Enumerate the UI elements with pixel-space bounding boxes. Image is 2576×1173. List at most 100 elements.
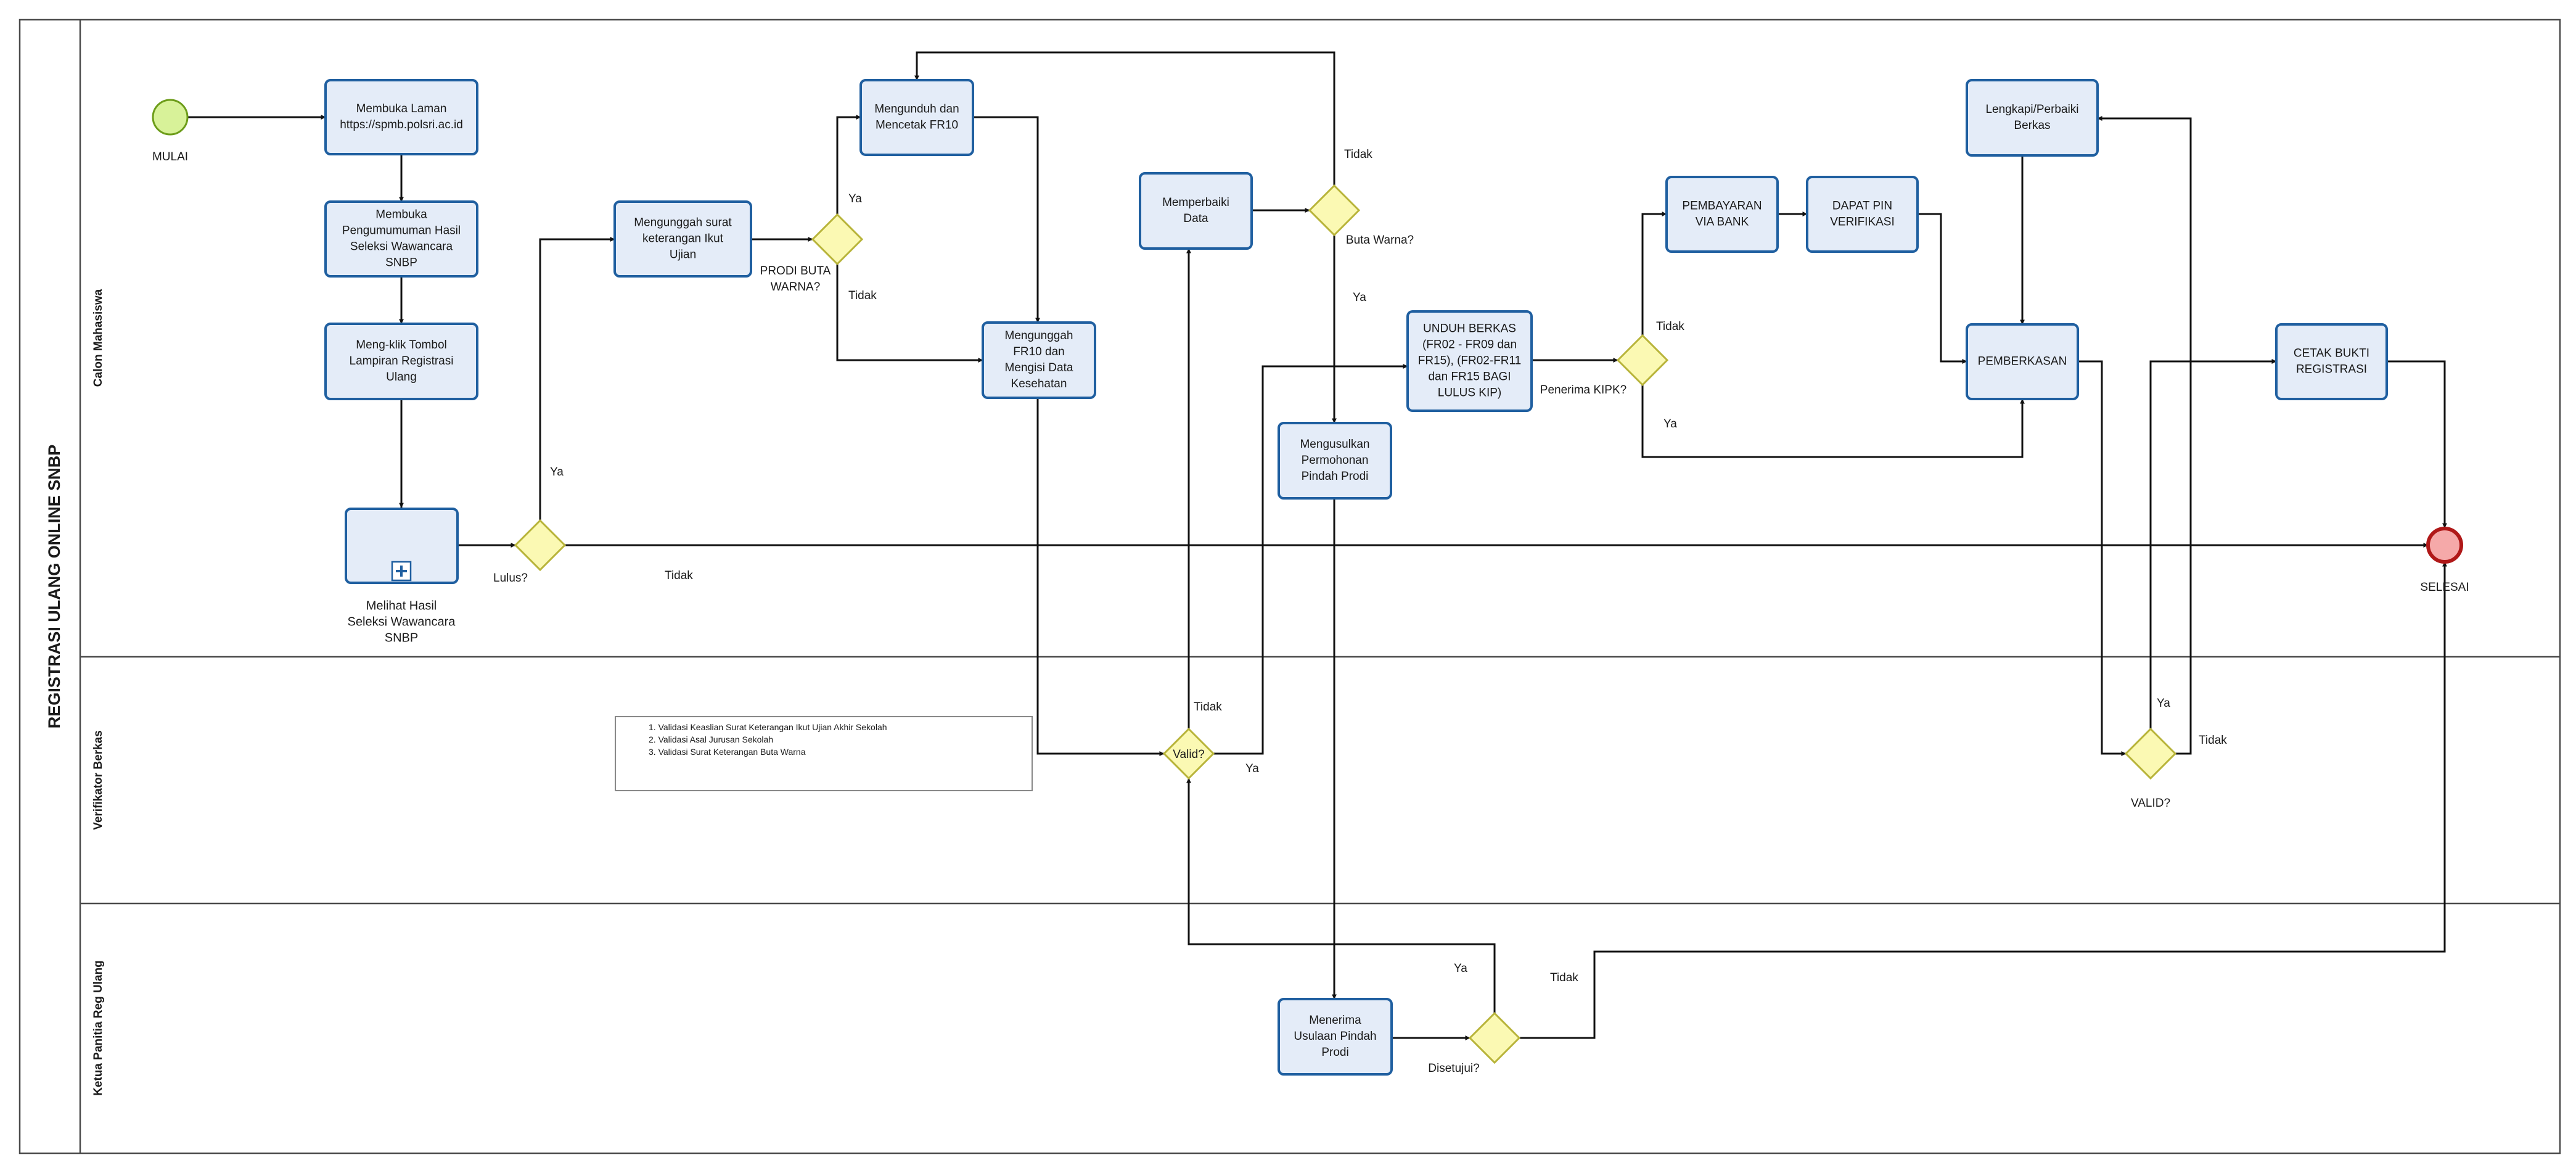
task-dapat-pin-verifikasi: DAPAT PIN VERIFIKASI: [1806, 176, 1919, 253]
end-event: SELESAI: [2420, 527, 2469, 594]
task-menerima-usulan-label: Menerima: [1309, 1014, 1361, 1027]
flow-dapat-pin-to-pemberkasan: [1918, 213, 1967, 364]
task-meng-klik-tombol-label: Ulang: [386, 371, 417, 384]
task-mengunduh-fr10-label: Mencetak FR10: [876, 119, 958, 132]
task-unduh-berkas-label: LULUS KIP): [1438, 387, 1501, 400]
gateway-valid-pemberkasan: VALID?: [2124, 727, 2177, 810]
task-membuka-pengumuman-label: Membuka: [375, 208, 427, 221]
gateway-prodi-buta-warna-label: PRODI BUTA: [760, 265, 831, 278]
gateway-disetujui-label: Disetujui?: [1428, 1062, 1479, 1075]
lane-label-calon-mahasiswa: Calon Mahasiswa: [92, 289, 105, 387]
task-mengunggah-fr10-label: Mengisi Data: [1005, 361, 1073, 374]
flow-label-buta-warna-tidak: Tidak: [1344, 148, 1372, 161]
flow-disetujui-ya-to-valid: [1186, 778, 1496, 1013]
task-pembayaran-via-bank: PEMBAYARAN VIA BANK: [1665, 176, 1779, 253]
flow-valid-2-tidak-to-lengkapi: [2097, 116, 2192, 755]
flow-mengunggah-fr10-to-valid: [1036, 398, 1165, 756]
flow-label-valid-2-tidak: Tidak: [2199, 734, 2227, 747]
tasks: Membuka Lamanhttps://spmb.polsri.ac.idMe…: [324, 79, 2388, 1076]
task-mengunggah-surat-label: Ujian: [670, 249, 696, 261]
validation-note-item: 3. Validasi Surat Keterangan Buta Warna: [649, 747, 806, 757]
flow-label-buta-warna-ya: Ya: [1353, 291, 1366, 304]
flow-cetak-to-selesai: [2387, 360, 2447, 529]
task-pemberkasan-label: PEMBERKASAN: [1978, 355, 2067, 368]
flow-label-prodi-tidak: Tidak: [848, 289, 877, 302]
task-pembayaran-via-bank-label: VIA BANK: [1696, 216, 1749, 229]
task-mengusulkan-pindah-prodi-label: Pindah Prodi: [1302, 470, 1369, 483]
task-membuka-pengumuman-label: Pengumumuman Hasil: [342, 224, 461, 237]
task-menerima-usulan-label: Usulaan Pindah: [1294, 1030, 1376, 1043]
flow-label-prodi-ya: Ya: [848, 192, 862, 205]
flow-kipk-tidak-to-pembayaran: [1641, 212, 1667, 335]
task-membuka-laman: Membuka Laman https://spmb.polsri.ac.id: [324, 79, 478, 155]
validation-note-item: 2. Validasi Asal Jurusan Sekolah: [649, 735, 773, 744]
start-event-label: MULAI: [152, 150, 188, 163]
flow-label-valid-tidak: Tidak: [1194, 701, 1222, 714]
flow-lulus-ya-to-surat: [539, 237, 615, 521]
flow-kipk-ya-to-pemberkasan: [1641, 385, 2025, 458]
task-dapat-pin-verifikasi-label: VERIFIKASI: [1830, 216, 1895, 229]
task-memperbaiki-data-label: Data: [1183, 212, 1208, 225]
flow-label-kipk-tidak: Tidak: [1656, 320, 1684, 333]
flow-disetujui-tidak-to-selesai: [1519, 561, 2447, 1039]
task-lengkapi-berkas-label: Lengkapi/Perbaiki: [1985, 103, 2078, 116]
task-unduh-berkas-label: dan FR15 BAGI: [1428, 371, 1511, 384]
flow-labels: Ya Tidak Ya Tidak Tidak Ya Tidak Ya Tida…: [550, 148, 2227, 984]
flow-valid-2-ya-to-cetak: [2149, 359, 2277, 729]
task-mengunggah-fr10-label: FR10 dan: [1013, 345, 1064, 358]
flow-prodi-ya-to-mengunduh: [836, 115, 861, 215]
pool-title: REGISTRASI ULANG ONLINE SNBP: [45, 445, 64, 729]
task-pemberkasan: PEMBERKASAN: [1966, 323, 2079, 400]
task-membuka-laman-label: Membuka Laman: [356, 102, 447, 115]
flow-buta-warna-tidak-to-mengunduh: [914, 51, 1335, 186]
flow-label-kipk-ya: Ya: [1663, 418, 1677, 430]
validation-note-item: 1. Validasi Keaslian Surat Keterangan Ik…: [649, 722, 887, 732]
task-memperbaiki-data-label: Memperbaiki: [1162, 196, 1229, 209]
validation-note: 1. Validasi Keaslian Surat Keterangan Ik…: [615, 716, 1033, 791]
task-membuka-pengumuman-label: SNBP: [385, 257, 417, 270]
task-unduh-berkas-label: (FR02 - FR09 dan: [1422, 339, 1517, 352]
task-membuka-laman-label: https://spmb.polsri.ac.id: [340, 118, 463, 131]
subprocess-melihat-hasil-label: Melihat Hasil: [366, 599, 437, 612]
flow-mengunduh-to-mengunggah-fr10: [973, 116, 1040, 323]
task-dapat-pin-verifikasi-label: DAPAT PIN: [1832, 200, 1892, 213]
gateway-disetujui: Disetujui?: [1428, 1011, 1521, 1075]
gateway-lulus-label: Lulus?: [493, 572, 528, 585]
flow-label-disetujui-ya: Ya: [1454, 962, 1467, 975]
flow-label-lulus-tidak: Tidak: [665, 569, 693, 582]
task-mengunggah-surat-label: Mengunggah surat: [634, 216, 732, 229]
task-unduh-berkas-label: FR15), (FR02-FR11: [1418, 355, 1522, 368]
flow-label-disetujui-tidak: Tidak: [1550, 971, 1578, 984]
gateway-buta-warna: Buta Warna?: [1308, 184, 1414, 247]
gateway-valid-label: Valid?: [1173, 748, 1204, 761]
flow-pemberkasan-to-valid-2: [2078, 360, 2127, 756]
task-cetak-bukti-label: REGISTRASI: [2296, 363, 2367, 376]
flow-prodi-tidak-to-mengunggah-fr10: [836, 264, 983, 363]
task-mengusulkan-pindah-prodi-label: Mengusulkan: [1300, 438, 1369, 451]
task-unduh-berkas-label: UNDUH BERKAS: [1423, 323, 1516, 335]
end-event-label: SELESAI: [2420, 581, 2469, 594]
task-membuka-pengumuman-label: Seleksi Wawancara: [350, 241, 453, 253]
gateway-penerima-kipk-label: Penerima KIPK?: [1540, 384, 1626, 397]
task-mengusulkan-pindah-prodi-label: Permohonan: [1302, 454, 1369, 467]
subprocess-melihat-hasil-label: Seleksi Wawancara: [348, 615, 456, 628]
task-meng-klik-tombol-label: Meng-klik Tombol: [356, 339, 446, 352]
task-lengkapi-berkas-label: Berkas: [2014, 119, 2050, 132]
start-event: MULAI: [152, 99, 189, 163]
subprocess-melihat-hasil-label: SNBP: [385, 631, 418, 644]
gateway-valid: Valid?: [1162, 727, 1215, 780]
task-pembayaran-via-bank-label: PEMBAYARAN: [1682, 200, 1762, 213]
task-mengunggah-surat-label: keterangan Ikut: [642, 233, 724, 245]
lane-label-ketua-panitia: Ketua Panitia Reg Ulang: [92, 960, 105, 1096]
